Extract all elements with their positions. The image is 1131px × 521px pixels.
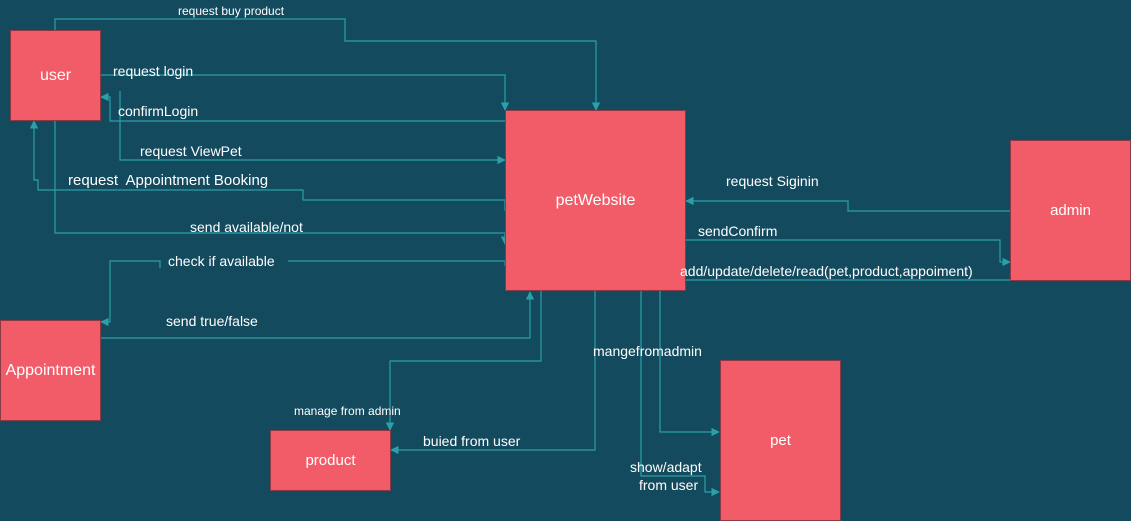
- pet-node-label: pet: [770, 432, 791, 449]
- label-confirm-login: confirmLogin: [118, 103, 199, 119]
- label-buied-from-user: buied from user: [423, 433, 521, 449]
- label-send-confirm: sendConfirm: [698, 223, 778, 239]
- edge-send-true-false: [101, 291, 535, 339]
- petwebsite-node: petWebsite: [505, 110, 686, 291]
- label-mangefromadmin: mangefromadmin: [593, 343, 702, 359]
- label-request-siginin: request Siginin: [726, 173, 819, 189]
- edge-send-confirm: [686, 239, 1011, 267]
- edge-check-if-available: [101, 260, 506, 322]
- label-admin-crud: add/update/delete/read(pet,product,appoi…: [680, 263, 973, 279]
- edge-request-siginin: [685, 196, 1011, 212]
- label-request-appointment-booking: request Appointment Booking: [68, 172, 269, 189]
- label-show-adapt-line1: show/adapt: [630, 459, 702, 475]
- label-check-if-available: check if available: [168, 253, 275, 269]
- label-show-adapt-line2: from user: [639, 477, 699, 493]
- label-request-login: request login: [113, 63, 194, 79]
- admin-node-label: admin: [1050, 202, 1091, 219]
- appointment-node: Appointment: [0, 320, 101, 421]
- edge-mangefromadmin: [659, 291, 720, 437]
- product-node: product: [270, 430, 391, 491]
- label-request-buy-product: request buy product: [178, 4, 285, 18]
- admin-node: admin: [1010, 140, 1131, 281]
- edge-request-view-pet: [119, 91, 506, 165]
- appointment-node-label: Appointment: [5, 361, 96, 379]
- label-request-view-pet: request ViewPet: [140, 143, 242, 159]
- label-send-available-not: send available/not: [190, 219, 303, 235]
- edge-request-login: [101, 74, 510, 111]
- label-send-true-false: send true/false: [166, 313, 258, 329]
- user-node: user: [10, 30, 101, 121]
- edge-manage-from-admin: [385, 291, 542, 431]
- product-node-label: product: [305, 452, 356, 469]
- pet-node: pet: [720, 360, 841, 521]
- edge-request-appointment-booking: [29, 120, 506, 211]
- edge-request-buy-product: [54, 18, 601, 111]
- edge-show-adapt: [640, 291, 720, 497]
- edge-confirm-login: [100, 92, 505, 122]
- label-manage-from-admin: manage from admin: [294, 404, 401, 418]
- user-node-label: user: [39, 66, 72, 84]
- petwebsite-node-label: petWebsite: [555, 191, 636, 209]
- edge-buied-from-user: [390, 291, 596, 455]
